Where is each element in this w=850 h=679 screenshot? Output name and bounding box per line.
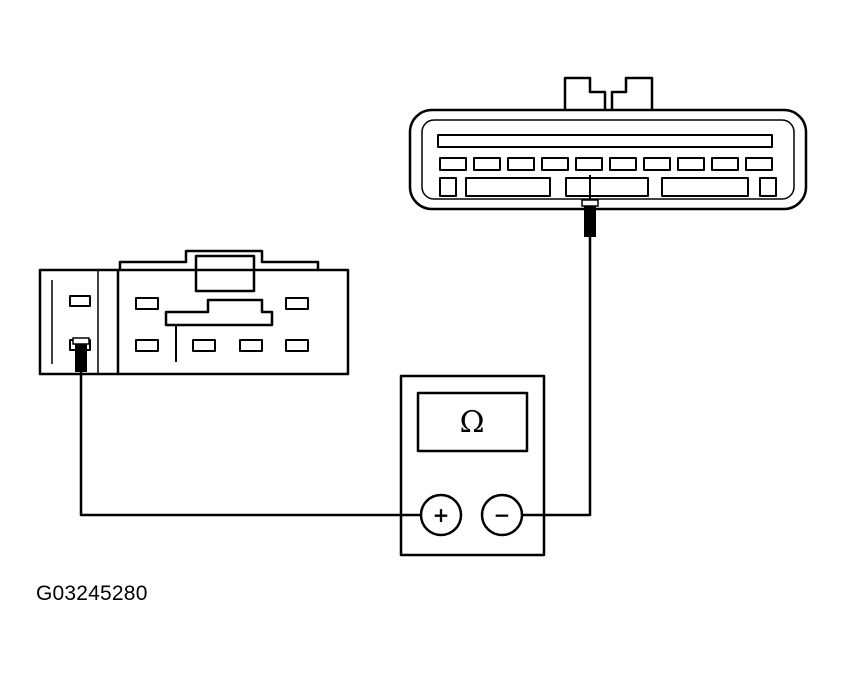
left-probe-tip-icon [75, 340, 87, 372]
left-connector-latch [118, 249, 320, 270]
negative-lead-wire [523, 236, 592, 517]
right-probe-tip-icon [584, 205, 596, 237]
multimeter-body [399, 374, 546, 557]
ohm-symbol: Ω [460, 405, 485, 440]
figure-id-label: G03245280 [36, 582, 148, 605]
left-connector-body [38, 268, 350, 376]
right-connector-body [408, 108, 808, 211]
multimeter [399, 374, 546, 557]
left-connector-latch-window [194, 254, 256, 293]
negative-sign: − [494, 503, 511, 527]
positive-terminal [419, 493, 463, 537]
negative-terminal [480, 493, 524, 537]
right-connector-slot [437, 134, 773, 148]
left-connector-key [164, 298, 274, 327]
positive-lead-wire [79, 370, 420, 517]
probe-tips [72, 199, 599, 372]
right-connector [408, 76, 808, 211]
right-connector-terminals [439, 157, 777, 197]
positive-sign: + [433, 503, 450, 527]
right-connector-latch [563, 76, 654, 110]
multimeter-display [416, 391, 529, 453]
